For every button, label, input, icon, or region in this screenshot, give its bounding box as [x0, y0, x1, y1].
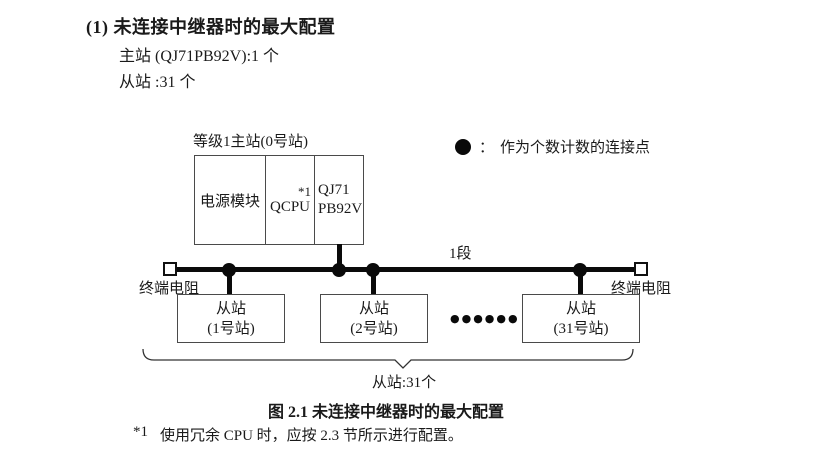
terminating-resistor-right-icon	[634, 262, 648, 276]
master-drop-line	[337, 244, 342, 268]
slave1-station-number: (1号站)	[207, 320, 255, 337]
slave31-station-number: (31号站)	[553, 320, 609, 337]
terminating-resistor-left-label: 终端电阻	[139, 281, 200, 297]
footnote: *1 使用冗余 CPU 时，应按 2.3 节所示进行配置。	[133, 424, 463, 445]
slave31-name: 从站	[565, 300, 596, 317]
ellipsis-dots: ●●●●●●	[450, 312, 520, 325]
power-module-cell: 电源模块	[199, 193, 260, 210]
footnote-ref-marker: *1	[298, 183, 311, 199]
pb92v-label-line1: QJ71	[318, 182, 350, 198]
connection-node-master	[332, 263, 346, 277]
legend: ： 作为个数计数的连接点	[455, 136, 650, 157]
bus-trunk-line	[177, 267, 637, 272]
connection-point-icon	[455, 138, 471, 155]
cpu-cell: *1 QCPU	[265, 156, 314, 244]
slave-station-box-1: 从站 (1号站)	[177, 294, 285, 343]
slave-station-box-31: 从站 (31号站)	[522, 294, 640, 343]
slave-count-line: 从站 :31 个	[119, 74, 196, 91]
slave1-name: 从站	[215, 300, 246, 317]
footnote-marker: *1	[133, 424, 148, 440]
slave-station-box-2: 从站 (2号站)	[320, 294, 428, 343]
legend-label: 作为个数计数的连接点	[500, 140, 651, 156]
underbrace	[142, 348, 634, 369]
terminating-resistor-left-icon	[163, 262, 177, 276]
footnote-text: 使用冗余 CPU 时，应按 2.3 节所示进行配置。	[160, 428, 463, 444]
terminating-resistor-right-label: 终端电阻	[611, 281, 672, 297]
slave-total-label: 从站:31个	[371, 375, 437, 391]
slave2-drop-line	[371, 270, 376, 295]
slave1-drop-line	[227, 270, 232, 295]
figure-caption: 图 2.1 未连接中继器时的最大配置	[267, 404, 504, 421]
legend-separator: ：	[479, 140, 495, 156]
master-station-box: 电源模块 *1 QCPU QJ71 PB92V	[194, 155, 364, 245]
pb92v-label-line2: PB92V	[318, 201, 363, 217]
segment-label: 1段	[449, 246, 472, 262]
section-heading: (1) 未连接中继器时的最大配置	[86, 17, 336, 37]
master-count-line: 主站 (QJ71PB92V):1 个	[119, 48, 280, 65]
pb92v-module-cell: QJ71 PB92V	[314, 156, 363, 244]
master-station-label: 等级1主站(0号站)	[193, 134, 308, 150]
slave2-name: 从站	[358, 300, 389, 317]
slave2-station-number: (2号站)	[350, 320, 398, 337]
slave31-drop-line	[578, 270, 583, 295]
cpu-label: QCPU	[270, 198, 311, 215]
